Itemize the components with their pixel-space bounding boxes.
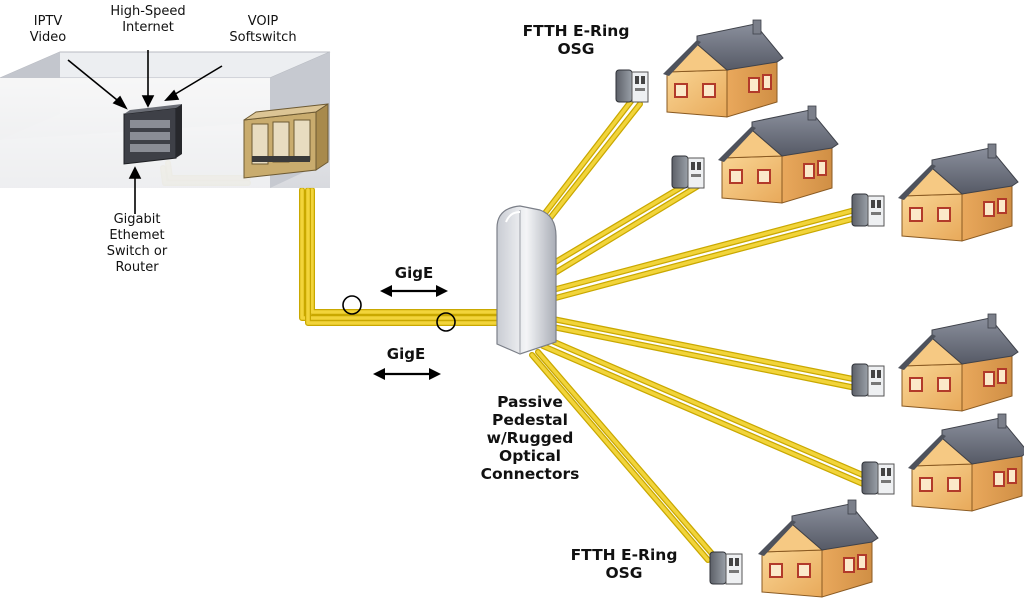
osg-terminal-icon <box>709 551 743 585</box>
osg-terminal-icon <box>671 155 705 189</box>
house-icon <box>662 19 784 118</box>
house-icon <box>717 105 839 204</box>
house-6 <box>709 499 879 598</box>
service-arrows <box>67 50 223 214</box>
label-passive-pedestal: Passive Pedestal w/Rugged Optical Connec… <box>480 393 580 483</box>
osg-terminal-icon <box>851 193 885 227</box>
house-3 <box>851 143 1019 242</box>
osg-terminal-icon <box>615 69 649 103</box>
label-gige-top: GigE <box>394 264 434 282</box>
house-2 <box>671 105 839 204</box>
house-icon <box>907 413 1024 512</box>
house-icon <box>897 313 1019 412</box>
label-gige-bottom: GigE <box>386 345 426 363</box>
rack-icon <box>0 51 331 188</box>
label-gigabit-switch: Gigabit Ethemet Switch or Router <box>106 212 168 275</box>
label-iptv-video: IPTV Video <box>29 14 67 45</box>
double-arrow-bottom <box>373 368 441 380</box>
gige-marker-top <box>342 295 362 315</box>
osg-terminal-icon <box>861 461 895 495</box>
gige-marker-bottom <box>436 312 456 332</box>
label-osg-top: FTTH E-Ring OSG <box>522 22 630 58</box>
house-icon <box>897 143 1019 242</box>
gige-indicators <box>342 285 456 380</box>
pedestal-icon <box>496 205 557 355</box>
optical-shelf-icon <box>243 103 329 179</box>
house-5 <box>861 413 1024 512</box>
label-voip-softswitch: VOIP Softswitch <box>229 14 297 45</box>
osg-terminal-icon <box>851 363 885 397</box>
label-high-speed-internet: High-Speed Internet <box>110 4 186 35</box>
fiber-cables <box>160 97 868 563</box>
double-arrow-top <box>380 285 448 297</box>
house-icon <box>757 499 879 598</box>
house-4 <box>851 313 1019 412</box>
gigabit-switch-icon <box>123 104 182 165</box>
label-osg-bottom: FTTH E-Ring OSG <box>570 546 678 582</box>
